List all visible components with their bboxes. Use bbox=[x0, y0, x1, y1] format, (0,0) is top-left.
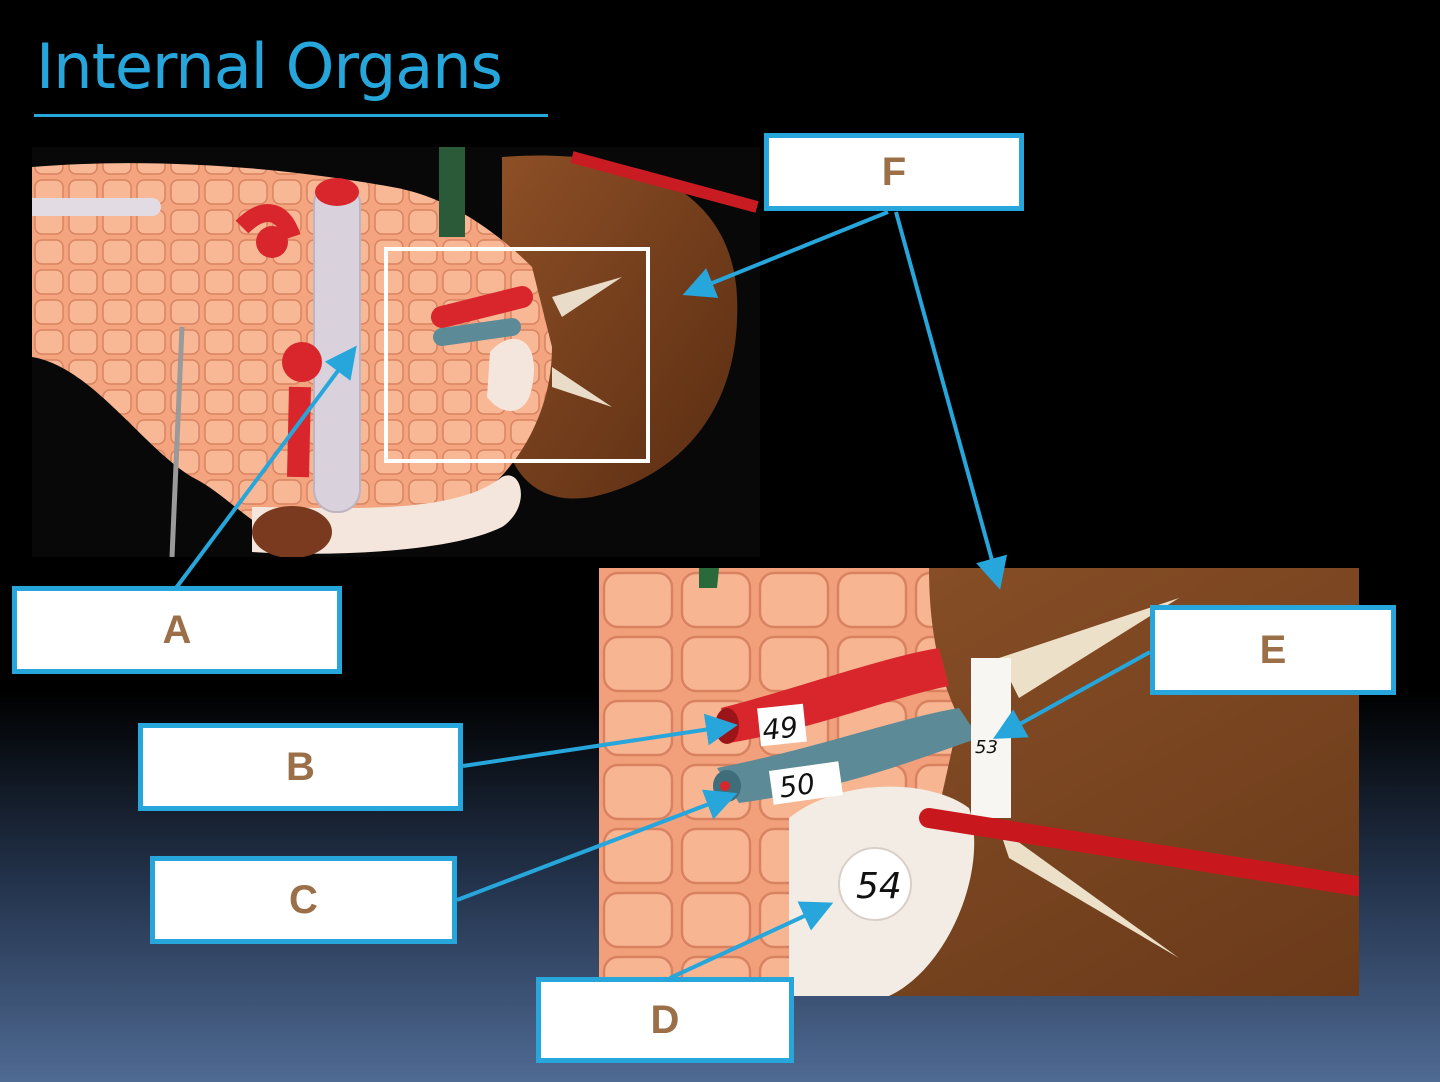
label-box-c[interactable]: C bbox=[150, 856, 457, 944]
slide-title: Internal Organs bbox=[36, 30, 503, 103]
label-box-a[interactable]: A bbox=[12, 586, 342, 674]
model-tag-50: 50 bbox=[777, 767, 817, 805]
overview-photo bbox=[32, 147, 760, 557]
label-box-d[interactable]: D bbox=[536, 977, 794, 1063]
label-box-b[interactable]: B bbox=[138, 723, 463, 811]
model-tag-54: 54 bbox=[856, 866, 902, 907]
zoom-frame bbox=[384, 247, 650, 463]
model-tag-49: 49 bbox=[761, 710, 800, 747]
title-underline bbox=[34, 114, 548, 117]
model-tag-53: 53 bbox=[975, 737, 998, 758]
overview-photo-illustration bbox=[32, 147, 760, 557]
label-box-e[interactable]: E bbox=[1150, 605, 1396, 695]
label-box-f[interactable]: F bbox=[764, 133, 1024, 211]
arrow-f-detail bbox=[894, 211, 1008, 590]
